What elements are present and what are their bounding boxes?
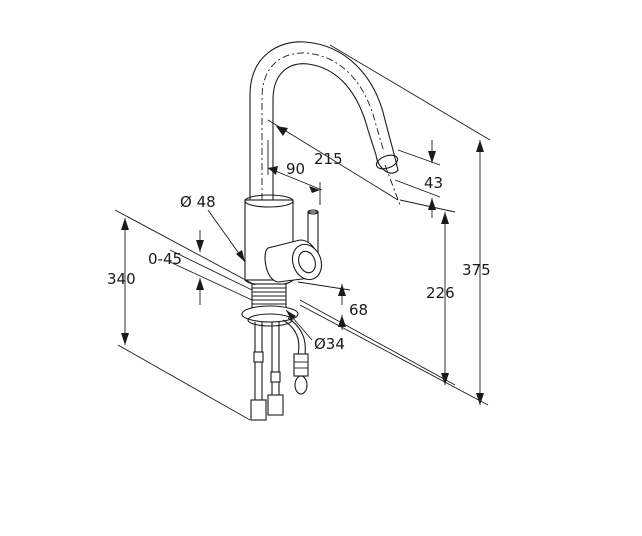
spout-outer: [249, 41, 394, 205]
dim-226-label: 226: [426, 284, 455, 302]
dimension-lines: [114, 44, 491, 421]
dimension-labels: 215 90 Ø 48 0-45 340 68 Ø34 43 226 375: [107, 150, 491, 353]
dim-68-label: 68: [349, 301, 368, 319]
dim-90-label: 90: [286, 160, 305, 178]
dim-375-label: 375: [462, 261, 491, 279]
dim-340-label: 340: [107, 270, 136, 288]
dim-34-label: Ø34: [314, 335, 345, 353]
spout-tip: [375, 149, 399, 174]
dim-48-label: Ø 48: [180, 193, 216, 211]
supply-hoses: [250, 317, 309, 421]
threaded-shank: [251, 283, 287, 309]
dim-0-45-label: 0-45: [148, 250, 182, 268]
spout-outlet: [375, 154, 399, 170]
spout-centerline: [261, 52, 385, 215]
dim-215-label: 215: [314, 150, 343, 168]
faucet-illustration: [241, 41, 401, 421]
dim-43-label: 43: [424, 174, 443, 192]
spout-inner: [272, 63, 377, 200]
